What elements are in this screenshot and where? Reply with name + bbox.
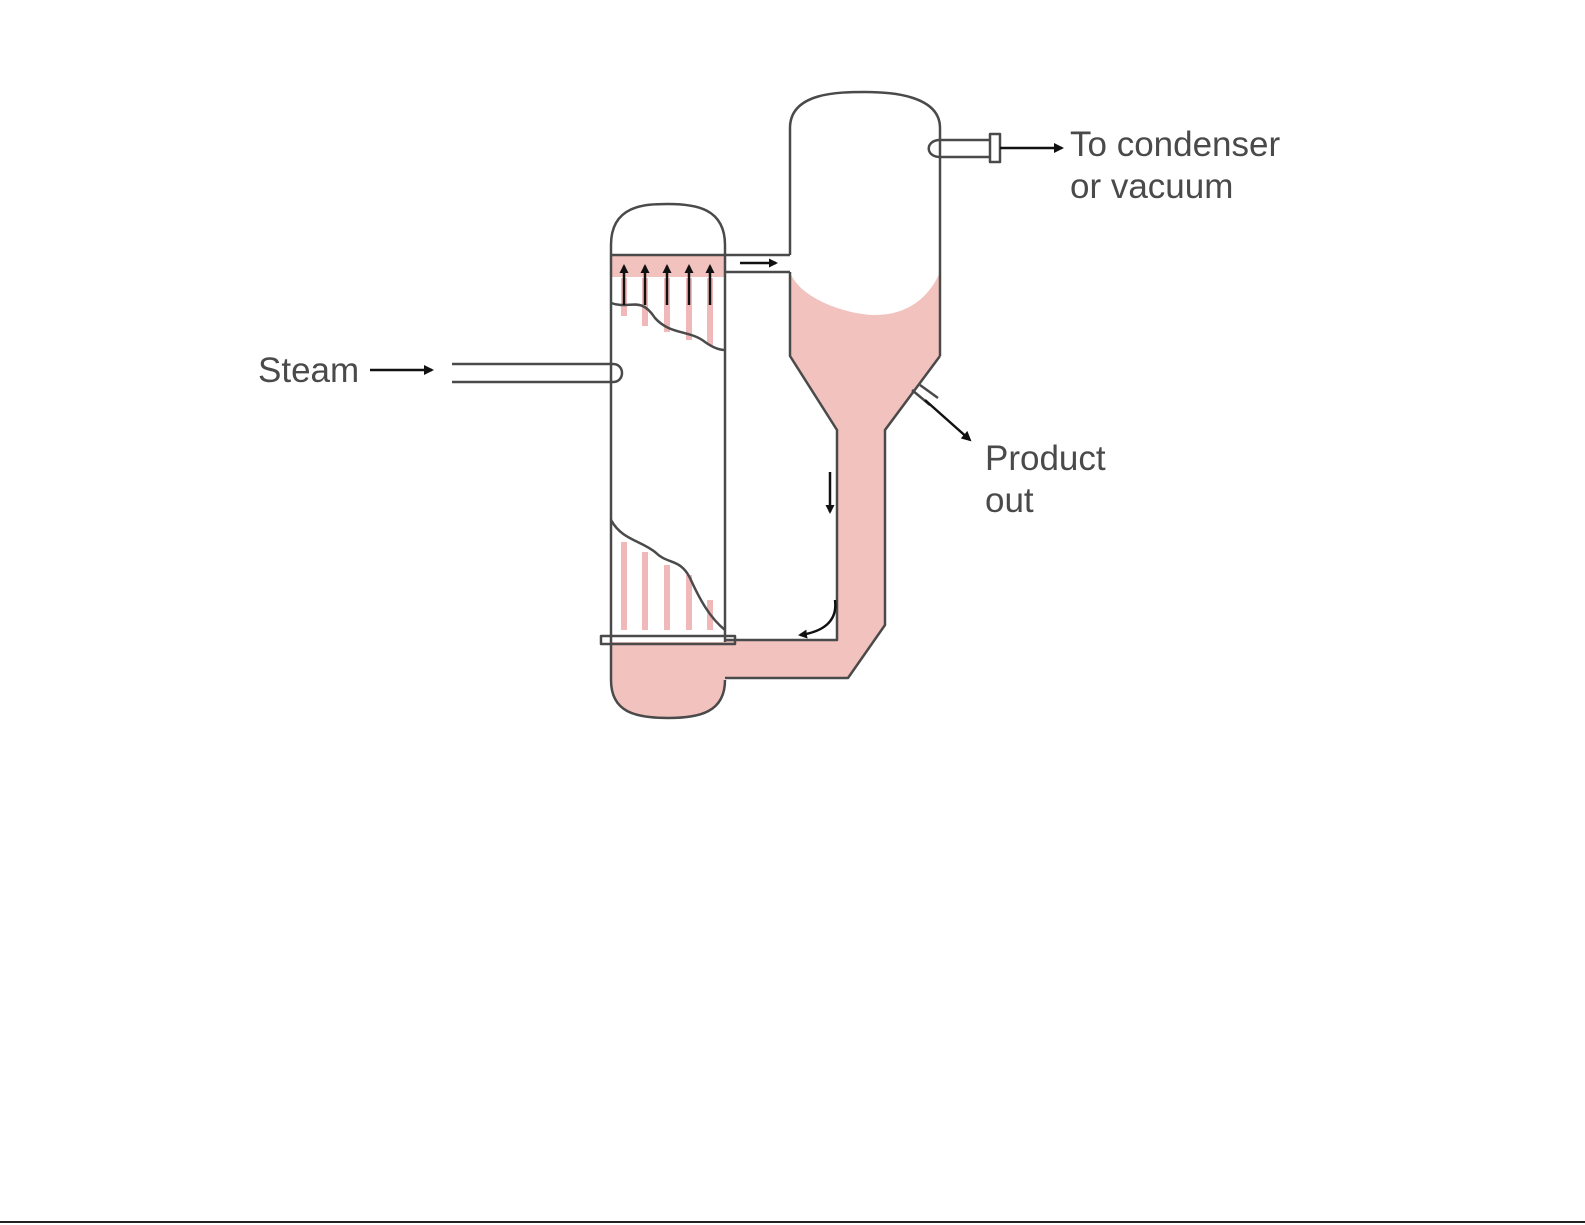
steam-label: Steam <box>258 351 359 390</box>
product-out-label-line1: Product <box>985 439 1106 478</box>
steam-inlet-pipe <box>452 364 622 382</box>
flow-arrows <box>370 148 1062 635</box>
tube-sheet-flange <box>601 636 735 644</box>
vapor-outlet-flange <box>990 134 1000 162</box>
vapor-outlet-label-line1: To condenser <box>1070 125 1280 164</box>
return-arrow <box>800 600 835 635</box>
product-out-label-line2: out <box>985 481 1034 520</box>
bottom-head-liquid <box>610 642 725 718</box>
product-out-arrow <box>925 400 970 440</box>
liquid-fill-group <box>610 255 940 718</box>
labels: Steam To condenser or vacuum Product out <box>258 125 1280 520</box>
tube-bundle-bottom <box>624 542 710 630</box>
vapor-outlet-nozzle <box>929 140 990 157</box>
vapor-outlet-label-line2: or vacuum <box>1070 167 1233 206</box>
